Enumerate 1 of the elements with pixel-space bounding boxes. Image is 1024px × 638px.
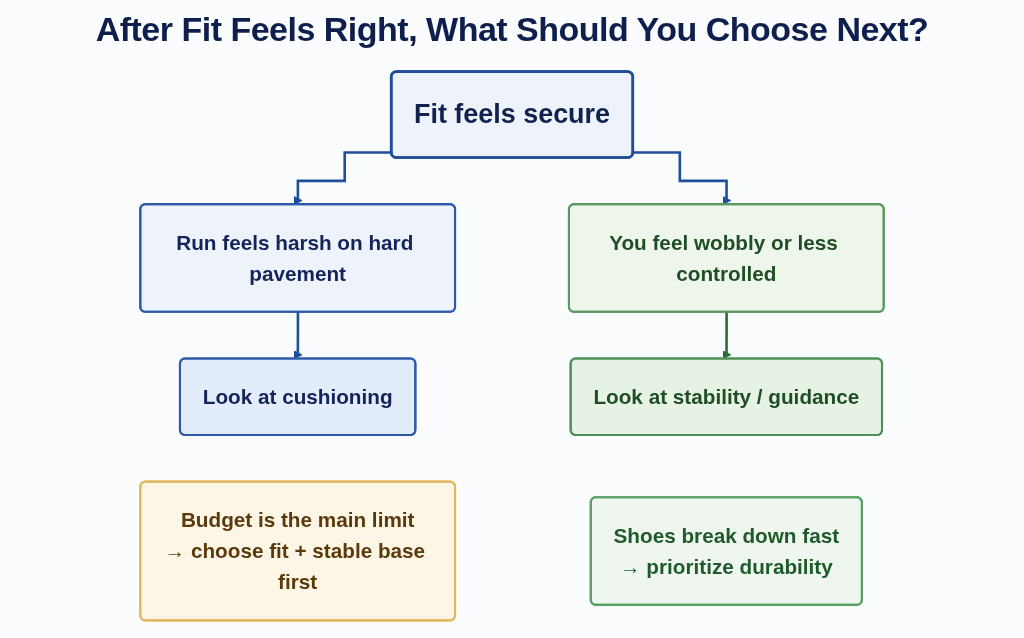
diagram-title: After Fit Feels Right, What Should You Choose Next? bbox=[95, 10, 929, 49]
